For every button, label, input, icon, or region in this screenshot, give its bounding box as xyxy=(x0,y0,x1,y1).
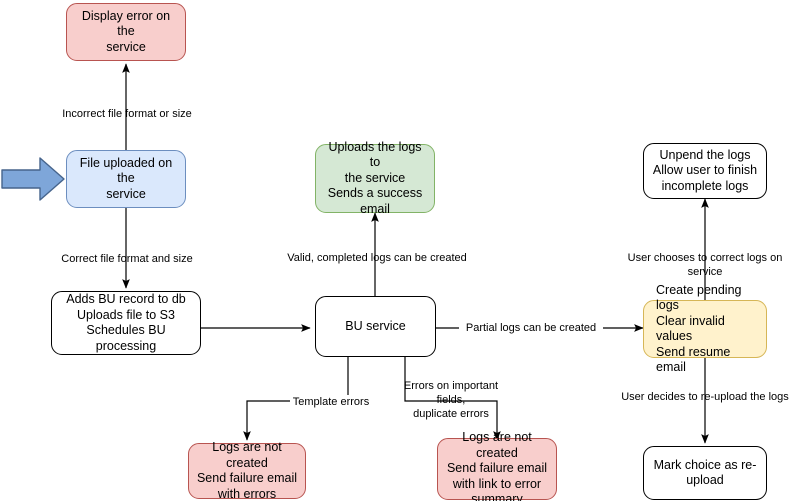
edge-label-incorrect-format: Incorrect file format or size xyxy=(62,108,192,120)
edge-label-template-errors: Template errors xyxy=(290,395,372,409)
node-logs-not-created-link[interactable]: Logs are not created Send failure email … xyxy=(437,430,557,501)
node-adds-bu-record[interactable]: Adds BU record to db Uploads file to S3 … xyxy=(51,291,201,355)
input-block-arrow-icon xyxy=(1,157,65,201)
edge-label-correct-format: Correct file format and size xyxy=(61,253,193,265)
node-display-error[interactable]: Display error on the service xyxy=(66,3,186,61)
node-unpend-logs[interactable]: Unpend the logs Allow user to finish inc… xyxy=(643,143,767,199)
edge-label-user-corrects: User chooses to correct logs on service xyxy=(627,252,783,278)
node-mark-choice[interactable]: Mark choice as re- upload xyxy=(643,446,767,500)
edge-label-user-reupload: User decides to re-upload the logs xyxy=(621,391,789,403)
node-uploads-logs[interactable]: Uploads the logs to the service Sends a … xyxy=(315,140,435,216)
node-logs-not-created-errors[interactable]: Logs are not created Send failure email … xyxy=(188,440,306,501)
edge-label-valid-completed: Valid, completed logs can be created xyxy=(287,252,467,264)
node-bu-service[interactable]: BU service xyxy=(315,296,436,357)
node-file-uploaded[interactable]: File uploaded on the service xyxy=(66,150,186,208)
node-create-pending-logs[interactable]: Create pending logs Clear invalid values… xyxy=(643,283,767,374)
edge-label-partial-logs: Partial logs can be created xyxy=(459,321,603,335)
edge-label-errors-important: Errors on important fields, duplicate er… xyxy=(403,380,499,420)
